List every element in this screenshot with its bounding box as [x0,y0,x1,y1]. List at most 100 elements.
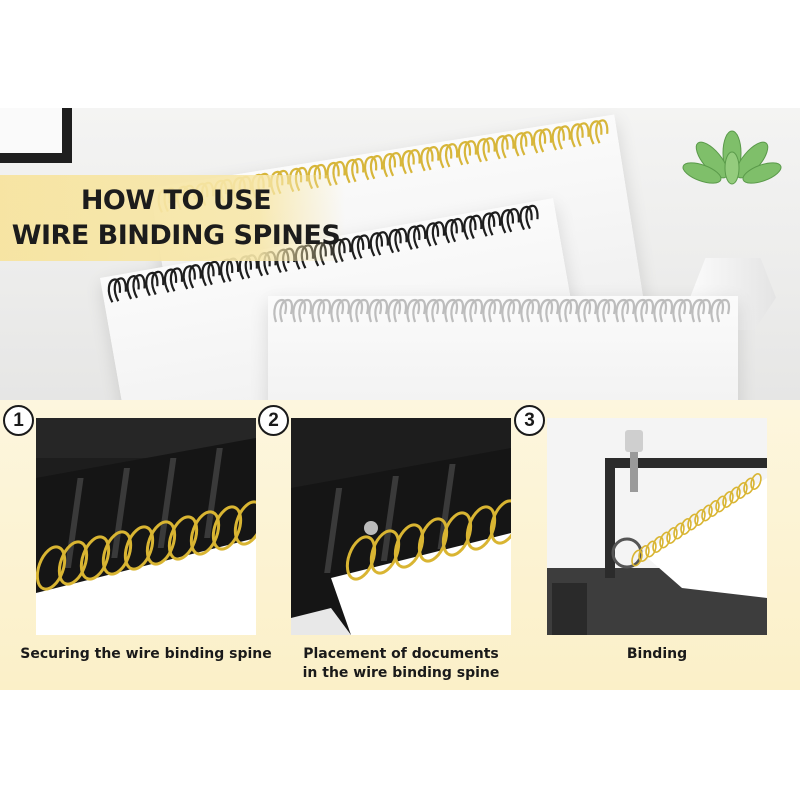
step-2-photo [291,418,511,635]
wire-loop [678,298,693,323]
wire-loop [425,222,440,247]
wire-loop [169,267,184,292]
wire-loop [425,298,440,323]
wire-loop [525,204,539,230]
wire-loop [489,499,511,545]
wire-loop [388,152,402,177]
wire-loop [336,298,351,323]
wire-loop [691,298,706,323]
title-banner [0,175,345,261]
wire-loop [545,298,560,323]
page-title: HOW TO USE WIRE BINDING SPINES [6,183,346,253]
wire-loop [107,278,122,303]
wire-loop [368,298,383,323]
wire-loop [495,135,509,160]
steps-section: 1 Securing the wire binding spine 2 [0,400,800,690]
wire-loop [167,515,199,561]
hero-photo [0,108,800,400]
wire-loop [182,265,196,290]
wire-loop [413,224,427,249]
wire-loop [697,298,712,323]
wire-loop [201,261,215,287]
wire-loop [514,132,528,157]
wire-loop [501,134,515,159]
wire-loop [163,268,178,293]
wire-loop [311,298,326,323]
wire-loop [369,232,384,257]
wire-loop [369,155,384,180]
wire-loop [487,211,502,236]
wire-loop [207,260,221,286]
wire-loop [634,298,649,323]
wire-loop [101,530,133,576]
wire-loop [653,298,668,323]
wire-loop [482,298,497,323]
wire-loop [501,298,516,323]
wire-loop [750,473,762,490]
wire-loop [394,227,408,253]
wire-loop [126,275,140,300]
wire-loop [330,298,345,323]
title-line-2: WIRE BINDING SPINES [11,220,341,251]
step-3-photo [547,418,767,635]
wire-loop [387,298,402,323]
wire-loop [500,209,515,234]
wire-loop [659,298,674,323]
wire-loop [444,143,459,168]
picture-frame [0,108,72,163]
wire-loop [406,298,421,323]
wire-loop [469,214,483,240]
wire-loop [532,129,547,154]
wire-loop [351,157,365,183]
wire-loop [273,298,288,323]
wire-loop [388,228,402,254]
wire-loop [595,119,609,144]
wire-loop [520,298,535,323]
wire-loop [457,141,472,166]
document-placement-illustration [291,418,511,635]
wire-loop [450,298,465,323]
notebook-silver-spine [268,296,738,400]
wire-loop [621,298,636,323]
wire-loop [538,128,553,153]
wire-loop [279,298,294,323]
wire-loop [576,122,590,147]
wire-loop [439,144,453,169]
wire-loop [577,298,592,323]
wire-loop [345,158,359,184]
wire-loop [557,125,571,150]
wire-loop [596,298,611,323]
wire-loop [710,298,725,323]
wire-loop [520,131,534,156]
wire-loop [317,298,332,323]
wire-loop [355,298,370,323]
wire-loop [233,500,256,546]
wire-loop [481,212,496,237]
wire-loop [349,298,364,323]
wire-loop [350,235,365,260]
wire-loop [551,126,565,151]
wire-loop [615,298,630,323]
wire-loop [298,298,313,323]
step-1-number-badge: 1 [3,405,34,436]
binding-machine-illustration [547,418,767,635]
wire-loop [672,298,687,323]
wire-loop [132,274,146,299]
step-3-number-badge: 3 [514,405,545,436]
wire-loop [211,505,243,551]
wire-loop [431,221,446,246]
wire-loop [407,225,421,250]
wire-loop [716,298,731,323]
wire-loop [79,535,111,581]
wire-loop [356,234,371,259]
step-2-caption-line-1: Placement of documents [303,646,499,662]
wire-loop [564,298,579,323]
wire-loop [431,298,446,323]
wire-loop [412,298,427,323]
wire-loop [482,137,496,162]
wire-loop [57,540,89,586]
title-line-1: HOW TO USE [80,185,272,216]
wire-loop [463,215,477,241]
step-2-caption: Placement of documents in the wire bindi… [271,645,531,683]
wire-loop [363,155,378,181]
